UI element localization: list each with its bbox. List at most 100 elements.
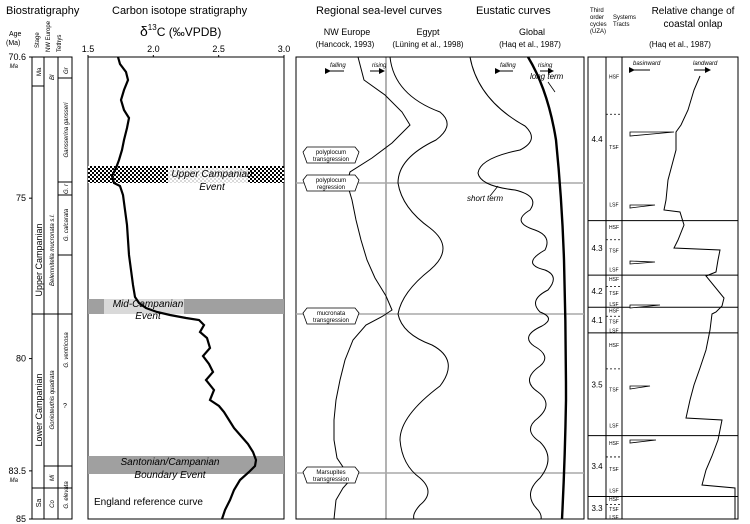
onlap-spike-42 [629, 260, 656, 265]
svg-text:regression: regression [317, 185, 345, 191]
short-term-label: short term [467, 194, 503, 203]
nw-europe-ref: (Hancock, 1993) [316, 40, 375, 49]
delta-tick-label: 2.5 [212, 44, 225, 54]
label-marsupites-transgression: Marsupites transgression [302, 466, 360, 484]
delta-tick-label: 2.0 [147, 44, 160, 54]
header-nw-europe: NW Europe [46, 20, 52, 52]
systems-tract-label: HSF [609, 308, 619, 314]
event-mid-2: Event [135, 311, 162, 322]
svg-text:transgression: transgression [313, 318, 349, 324]
delta-symbol: δ13C (‰VPDB) [140, 23, 221, 39]
header-systems-1: Systems [613, 15, 636, 21]
systems-tract-label: LSF [609, 488, 618, 494]
label-polyplocum-regression: polyplocum regression [302, 174, 360, 192]
cycle-id: 4.4 [591, 135, 603, 144]
header-biostratigraphy: Biostratigraphy [6, 5, 80, 17]
label-mucronata-transgression: mucronata transgression [302, 307, 360, 325]
event-upper-1: Upper Campanian [171, 169, 253, 180]
label-polyplocum-transgression: polyplocum transgression [302, 146, 360, 164]
age-tick-label: 85 [16, 514, 26, 524]
basinward-label: basinward [633, 61, 661, 67]
egypt-label: Egypt [416, 27, 440, 37]
onlap-spike-43 [629, 204, 656, 209]
regional-panel: NW Europe (Hancock, 1993) Egypt (Lüning … [295, 27, 585, 520]
bio-zone-gr: G. r [64, 183, 70, 194]
bio-zone-gganss: Gansserina gansseri [64, 102, 70, 158]
delta-tick-label: 3.0 [278, 44, 291, 54]
falling-label: falling [330, 63, 346, 69]
bio-zone-gvent: G. ventricosa [64, 332, 70, 368]
bio-zone-gelev: G. elevata [64, 481, 70, 509]
systems-tract-label: LSF [609, 423, 618, 429]
egypt-curve [389, 56, 449, 520]
onlap-spike-44 [629, 131, 675, 137]
rising-label-global: rising [538, 63, 553, 69]
header-third-4: (UZA) [590, 29, 606, 35]
bio-zone-q: ? [63, 403, 67, 410]
age-tick-unit: Ma [10, 64, 19, 70]
global-ref: (Haq et al., 1987) [499, 40, 561, 49]
header-tethys: Tethys [57, 35, 63, 52]
svg-text:Marsupites: Marsupites [316, 470, 345, 476]
onlap-spike-34 [629, 439, 657, 444]
bio-zone-mi: Mi [50, 474, 56, 481]
falling-label-global: falling [500, 63, 516, 69]
delta-tick-label: 1.5 [82, 44, 95, 54]
age-tick-label: 75 [16, 193, 26, 203]
landward-label: landward [693, 61, 718, 67]
bio-upper-campanian: Upper Campanian [34, 223, 44, 296]
svg-text:transgression: transgression [313, 157, 349, 163]
england-reference-curve [110, 56, 258, 520]
svg-text:transgression: transgression [313, 477, 349, 483]
systems-tract-label: TSF [609, 249, 618, 255]
bio-sa: Sa [36, 499, 43, 508]
bio-zone-gcalc: G. calcarata [64, 208, 70, 241]
svg-text:polyplocum: polyplocum [316, 178, 346, 184]
header-third-1: Third [590, 8, 604, 14]
systems-tract-label: LSF [609, 202, 618, 208]
cycle-id: 3.3 [591, 504, 603, 513]
header-third-3: cycles [590, 22, 607, 28]
svg-text:mucronata: mucronata [317, 311, 346, 317]
bio-zone-tethys-top: Gr [64, 66, 70, 74]
systems-tract-label: HSF [609, 75, 619, 81]
age-tick-label: 83.5 [8, 466, 26, 476]
onlap-ref: (Haq et al., 1987) [649, 40, 711, 49]
header-onlap-1: Relative change of [652, 6, 735, 17]
systems-tract-label: LSF [609, 328, 618, 334]
systems-tract-label: TSF [609, 319, 618, 325]
santonian-campanian-band [88, 456, 284, 474]
systems-tract-label: HSF [609, 441, 619, 447]
global-short-term-curve [469, 56, 554, 520]
bio-lower-campanian: Lower Campanian [34, 373, 44, 446]
event-sc-1: Santonian/Campanian [121, 457, 220, 468]
header-age: Age [9, 31, 22, 38]
bio-zone-bmucro: Belemnitella mucronata s.l. [50, 214, 56, 286]
nw-europe-label: NW Europe [324, 27, 371, 37]
age-tick-label: 70.6 [8, 52, 26, 62]
systems-tract-label: HSF [609, 497, 619, 503]
england-reference: England reference curve [94, 497, 203, 508]
header-eustatic: Eustatic curves [476, 5, 551, 17]
egypt-ref: (Lüning et al., 1998) [392, 40, 463, 49]
header-stage: Stage [35, 32, 41, 48]
cycle-id: 3.4 [591, 462, 603, 471]
systems-tract-label: LSF [609, 515, 618, 521]
svg-text:polyplocum: polyplocum [316, 150, 346, 156]
rising-label: rising [372, 63, 387, 69]
header-regional: Regional sea-level curves [316, 5, 442, 17]
bio-zone-gq: Gonioteuthis quadrata [50, 370, 56, 430]
bio-ma: Ma [37, 67, 43, 76]
event-sc-2: Boundary Event [134, 470, 206, 481]
systems-tract-label: LSF [609, 268, 618, 274]
systems-tract-label: HSF [609, 225, 619, 231]
cycle-id: 4.1 [591, 316, 603, 325]
long-term-label: long term [530, 72, 564, 81]
age-tick-label: 80 [16, 354, 26, 364]
global-label: Global [519, 27, 545, 37]
onlap-panel: (Haq et al., 1987) basinward landward 4.… [587, 40, 739, 521]
bio-co: Co [50, 500, 56, 508]
systems-tract-label: TSF [609, 291, 618, 297]
